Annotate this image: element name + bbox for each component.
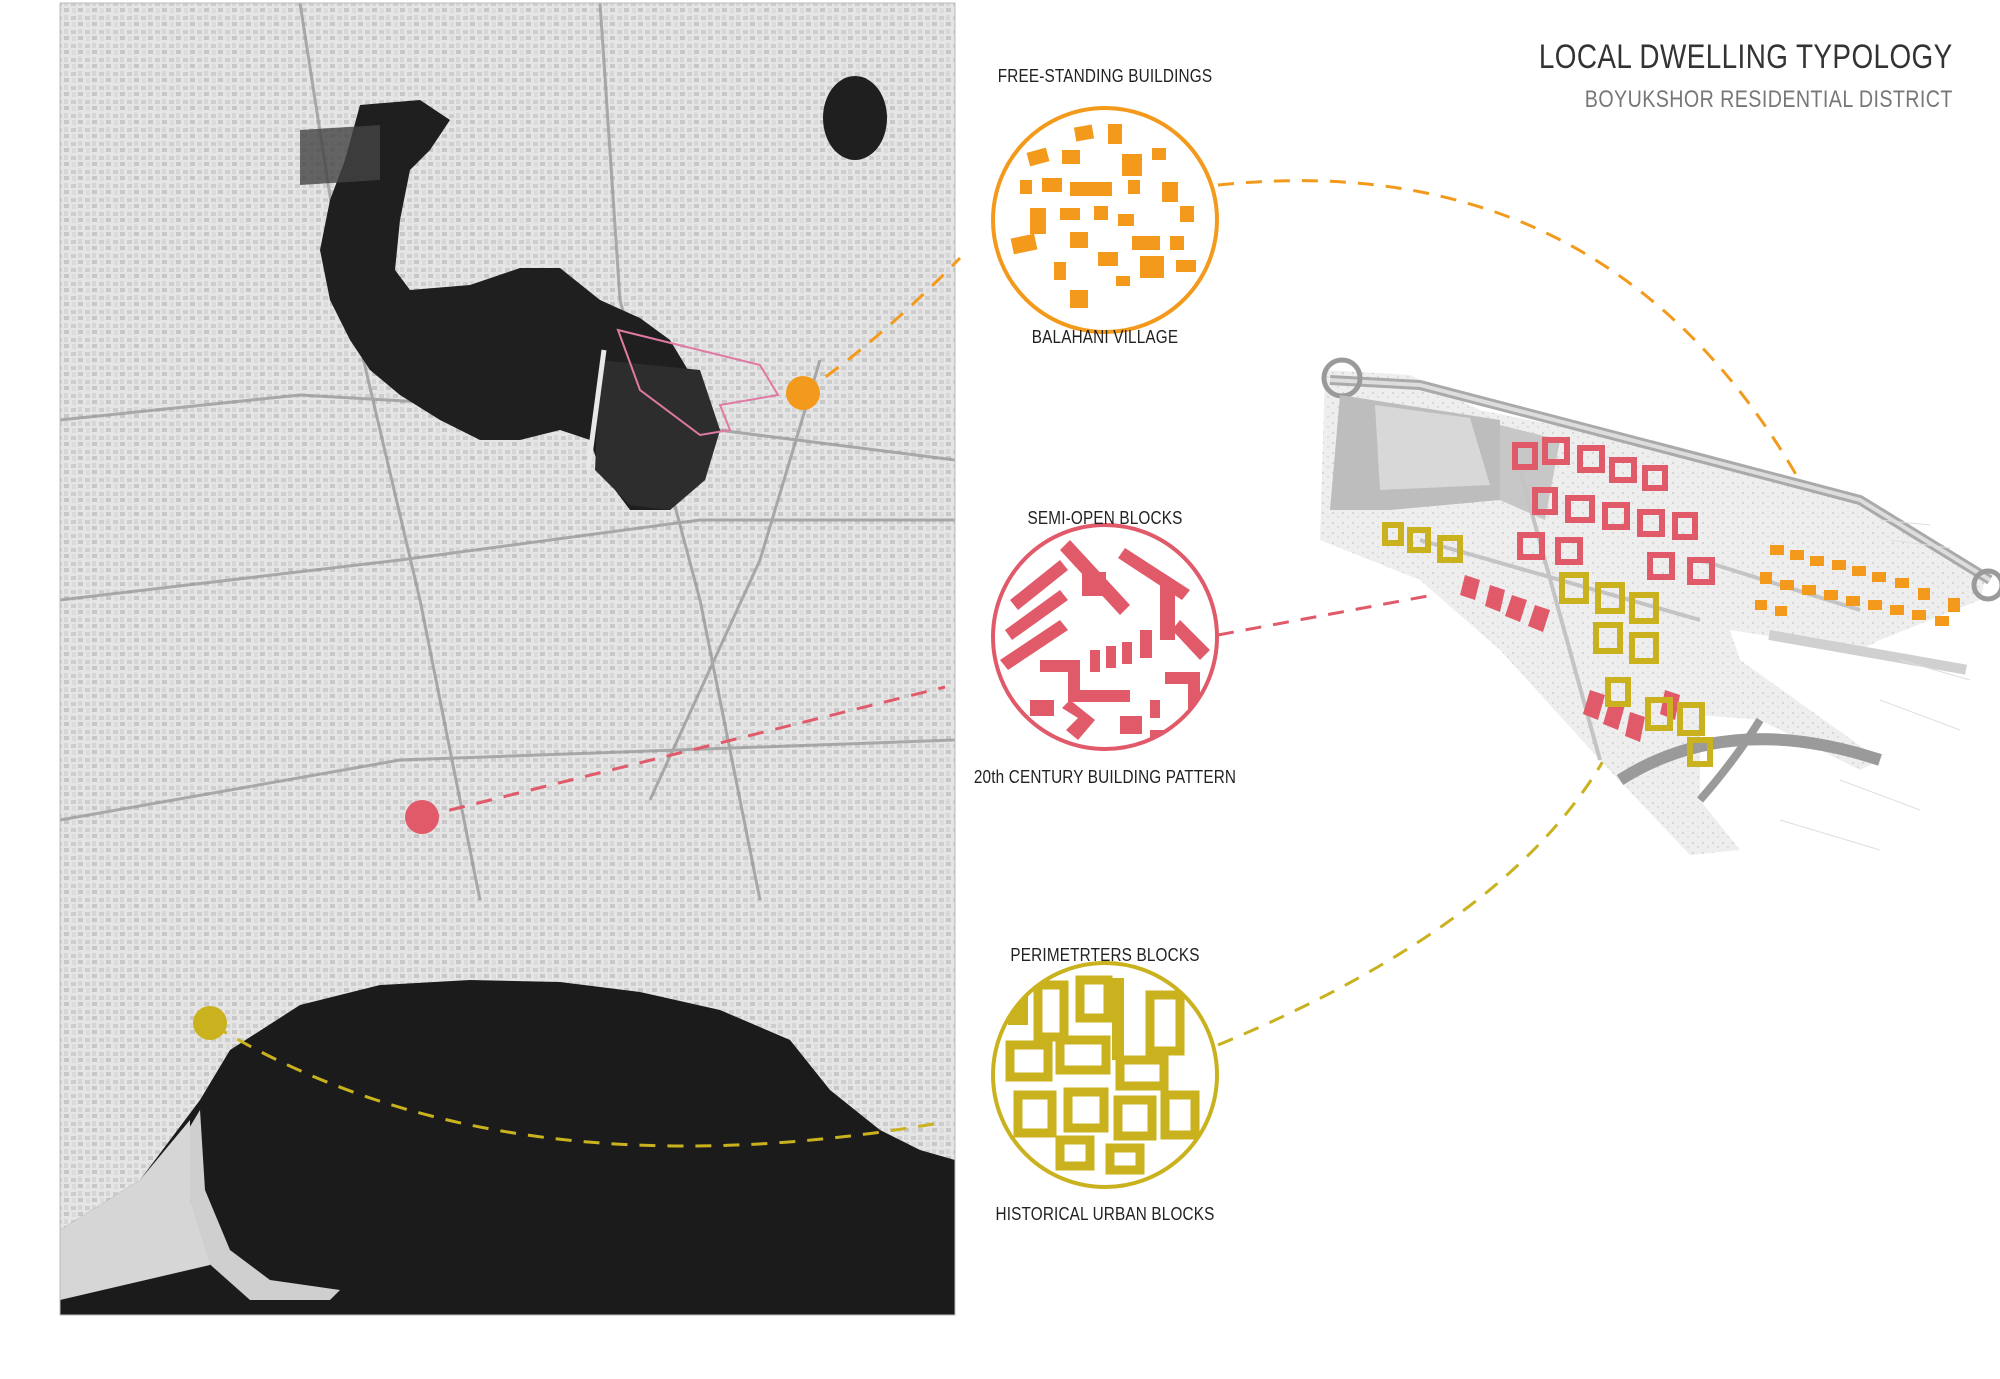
marker-red [405,800,439,834]
label-semi-open-bottom: 20th CENTURY BUILDING PATTERN [973,767,1237,787]
page-title: LOCAL DWELLING TYPOLOGY [1539,38,1953,76]
label-perimeter-top: PERIMETRTERS BLOCKS [1010,945,1200,965]
connector-red-left [421,685,946,819]
page-subtitle: BOYUKSHOR RESIDENTIAL DISTRICT [1584,86,1953,113]
marker-olive [193,1006,227,1040]
connector-olive-left [212,1023,946,1148]
connector-orange-left [802,256,962,395]
label-semi-open-top: SEMI-OPEN BLOCKS [1027,508,1183,528]
typology-circle-perimeter [991,961,1219,1189]
typology-circle-free-standing [991,106,1219,334]
marker-orange [786,376,820,410]
label-free-standing-bottom: BALAHANI VILLAGE [1031,327,1179,347]
typology-circle-semi-open [991,523,1219,751]
lake-small [823,76,887,160]
connector-red-right [1217,588,1461,637]
site-plan [1320,357,2000,855]
label-perimeter-bottom: HISTORICAL URBAN BLOCKS [995,1204,1215,1224]
sea-bay [60,980,955,1315]
connector-orange-right [1217,179,1842,561]
site-outline [616,328,780,437]
label-free-standing-top: FREE-STANDING BUILDINGS [997,66,1213,86]
connector-olive-right [1217,744,1614,1047]
satellite-map [59,2,956,1316]
connectors [212,179,1842,1148]
